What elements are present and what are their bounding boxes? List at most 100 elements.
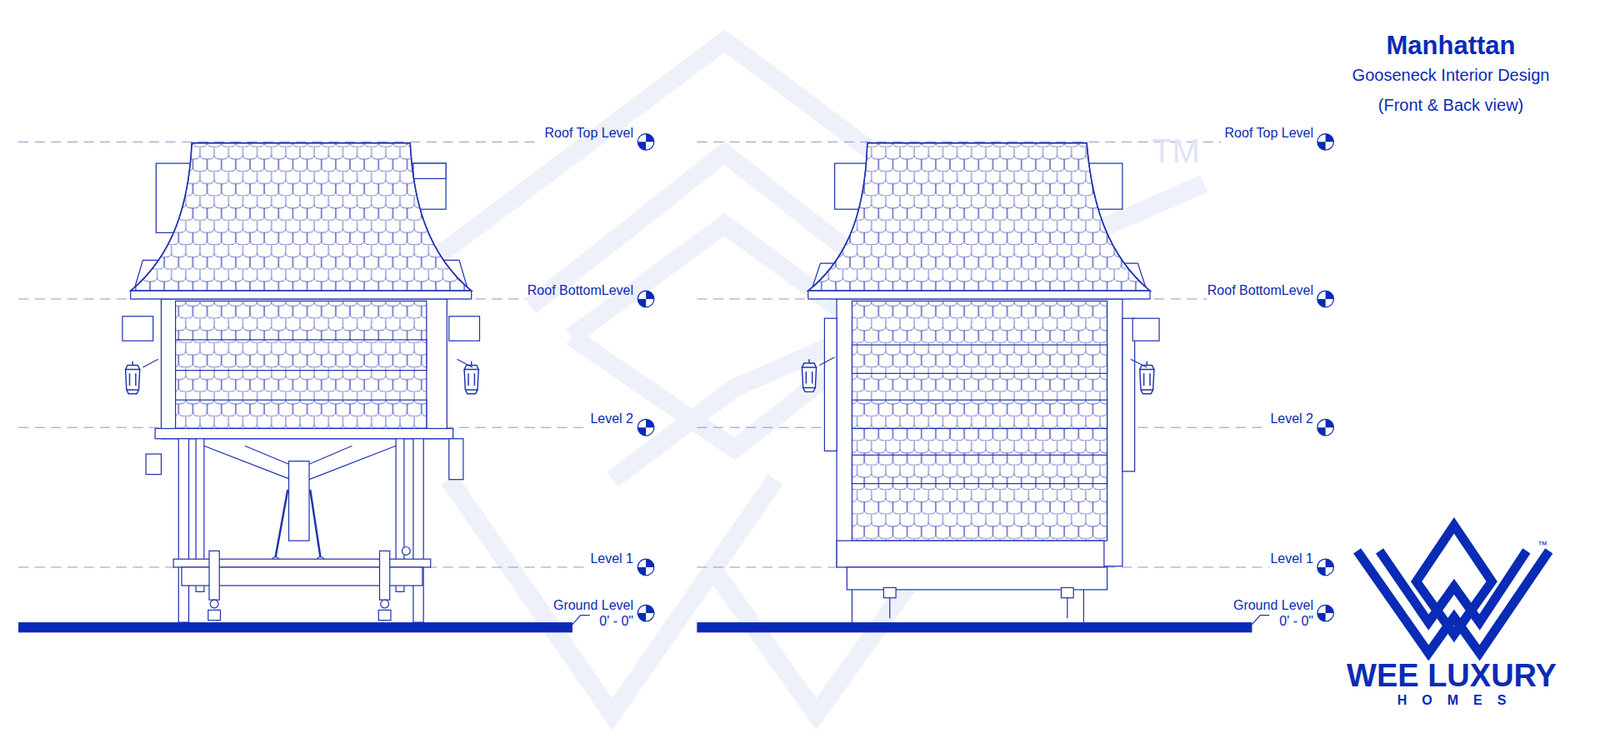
level-symbol	[645, 419, 655, 428]
trademark-mark: ™	[1537, 540, 1548, 552]
back-elevation	[1083, 590, 1085, 623]
back-elevation	[808, 290, 1150, 300]
level-symbol	[637, 605, 655, 622]
front-elevation	[378, 610, 391, 620]
level-symbol	[645, 290, 655, 300]
level-symbol	[637, 290, 655, 308]
back-elevation	[1066, 598, 1068, 619]
level-symbol	[1317, 567, 1326, 576]
back-elevation	[808, 143, 1150, 292]
level-label: Roof Top Level	[545, 125, 634, 141]
back-elevation	[836, 540, 1105, 568]
front-elevation	[142, 359, 158, 368]
leader-line	[572, 615, 1270, 625]
level-symbol	[637, 567, 646, 576]
level-label: Ground Level	[553, 598, 634, 614]
level-symbol	[1317, 613, 1326, 622]
back-elevation	[1060, 587, 1074, 598]
level-label: Level 2	[590, 411, 634, 427]
front-elevation	[160, 299, 447, 440]
back-elevation	[836, 299, 1123, 567]
back-elevation	[824, 318, 837, 451]
level-symbol	[637, 419, 655, 436]
level-symbol	[1317, 299, 1326, 308]
front-elevation	[175, 340, 427, 371]
brand-logo	[1357, 525, 1550, 654]
subtitle: (Front & Back view)	[1242, 95, 1600, 115]
front-elevation	[175, 300, 427, 429]
back-elevation	[1130, 359, 1148, 368]
level-label: Level 2	[1270, 411, 1314, 427]
level-line	[696, 141, 1221, 143]
level-label: Roof BottomLevel	[1207, 283, 1314, 299]
front-elevation	[155, 428, 454, 439]
level-symbol	[1317, 134, 1335, 151]
level-symbol	[637, 134, 655, 151]
level-symbol	[1317, 605, 1335, 622]
level-label: 0' - 0"	[599, 614, 634, 630]
back-elevation	[851, 345, 1107, 374]
front-elevation	[130, 143, 472, 292]
level-lines	[18, 134, 1334, 622]
brand-name: WEE LUXURY	[1243, 658, 1600, 695]
back-elevation	[851, 400, 1107, 429]
front-elevation	[449, 439, 464, 480]
back-elevation	[801, 359, 816, 392]
level-label: Roof Top Level	[1225, 125, 1314, 141]
front-elevation	[245, 445, 290, 465]
front-elevation	[413, 439, 424, 623]
ground-bar	[18, 622, 573, 633]
leader-line	[1251, 615, 1270, 625]
front-elevation	[175, 400, 427, 429]
level-symbol	[637, 299, 646, 308]
level-symbol	[1317, 427, 1326, 436]
level-symbol	[1317, 419, 1335, 436]
back-elevation	[889, 598, 890, 619]
level-line	[18, 141, 541, 143]
back-elevation	[846, 567, 1107, 590]
back-elevation	[1140, 361, 1155, 395]
level-symbol	[637, 141, 646, 150]
front-elevation	[122, 143, 480, 624]
level-symbol	[645, 605, 655, 614]
front-elevation	[401, 546, 410, 555]
front-elevation	[130, 290, 472, 300]
drawing-title: Manhattan	[1242, 30, 1600, 61]
front-elevation	[310, 490, 320, 558]
front-elevation	[122, 316, 154, 341]
leader-line	[572, 615, 590, 625]
front-elevation	[130, 143, 472, 292]
front-elevation	[449, 316, 480, 341]
back-elevation	[883, 587, 896, 598]
front-elevation	[289, 461, 310, 542]
level-symbol	[645, 134, 655, 143]
back-elevation	[851, 455, 1107, 484]
front-elevation	[309, 445, 352, 465]
subtitle: Gooseneck Interior Design	[1242, 65, 1600, 85]
level-label: 0' - 0"	[1279, 614, 1314, 630]
back-elevation	[1132, 318, 1160, 341]
level-symbol	[645, 559, 655, 568]
front-elevation	[178, 439, 189, 623]
front-elevation	[464, 361, 479, 395]
front-elevation	[275, 490, 289, 558]
back-elevation	[808, 143, 1150, 292]
front-elevation	[209, 550, 220, 600]
watermark	[714, 571, 919, 715]
level-symbol	[1317, 290, 1335, 308]
level-symbol	[637, 613, 646, 622]
watermark-text: TM	[1151, 131, 1200, 170]
level-symbol	[637, 427, 646, 436]
level-symbol	[637, 559, 655, 576]
level-label: Level 1	[1270, 551, 1314, 567]
front-elevation	[380, 600, 390, 609]
back-elevation	[801, 143, 1160, 624]
brand-logo	[1380, 550, 1527, 623]
brand-subname: HOMES	[1250, 693, 1600, 709]
level-symbol	[1325, 134, 1335, 143]
level-symbol	[1325, 419, 1335, 428]
front-elevation	[145, 454, 161, 475]
front-elevation	[457, 359, 473, 368]
front-elevation	[125, 361, 140, 395]
front-elevation	[413, 163, 446, 179]
